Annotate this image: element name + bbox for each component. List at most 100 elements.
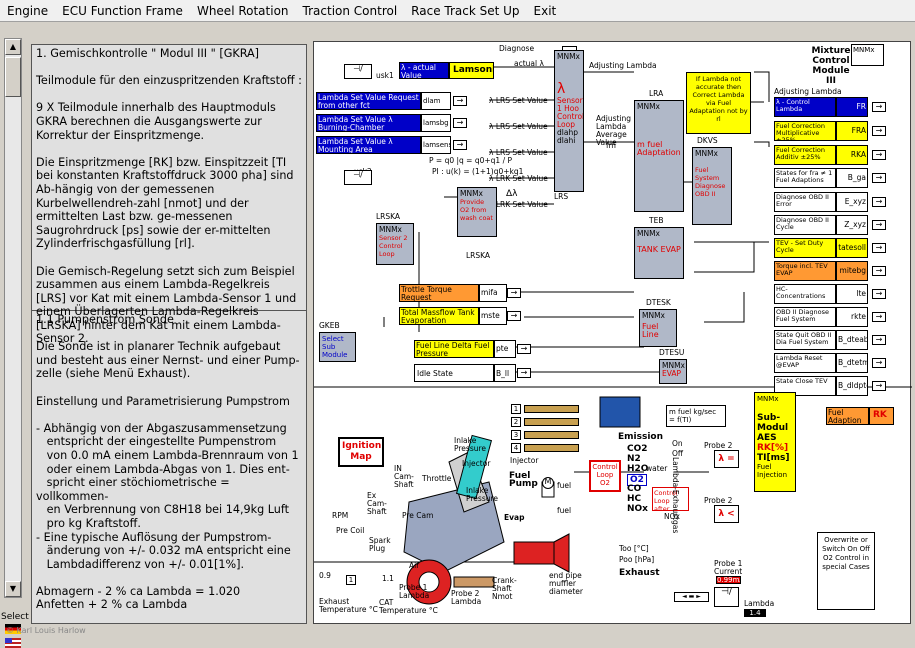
too-label: Too [°C] — [619, 544, 649, 553]
submodul-aes-block: MNMx Sub-Modul AES RK[%] TI[ms] Fuel Inj… — [754, 392, 796, 492]
menu-race-track-setup[interactable]: Race Track Set Up — [411, 3, 520, 18]
menu-engine[interactable]: Engine — [7, 3, 49, 18]
output-label: Diagnose OBD II Cycle — [774, 215, 836, 235]
input-dlam-label: Lambda Set Value Request from other fct — [316, 92, 421, 110]
dtesk-text: Fuel Line — [642, 322, 659, 339]
output-label: State Close TEV — [774, 376, 836, 396]
menubar: Engine ECU Function Frame Wheel Rotation… — [0, 0, 915, 22]
fuel-injection-label: Fuel Injection — [757, 463, 788, 479]
rpm-label: RPM — [332, 511, 349, 520]
probe1-current-label: Probe 1 Current — [714, 559, 743, 576]
control-loop-after-box: Control Loop after treatment — [652, 487, 689, 511]
probe1-lambda-label: Probe 1 Lambda — [399, 583, 430, 600]
pre-coil-label: Pre Coil — [336, 526, 365, 535]
overwrite-box[interactable]: Overwrite or Switch On Off O2 Control in… — [817, 532, 875, 610]
probe2-label: Probe 2 — [704, 441, 733, 450]
menu-wheel-rotation[interactable]: Wheel Rotation — [196, 3, 289, 18]
lrska2-mnmx: MNMx — [460, 189, 483, 198]
lrs-mnmx: MNMx — [557, 52, 580, 61]
output-var: E_xyz — [836, 192, 868, 212]
idle-label: Idle State — [414, 364, 494, 382]
lrska2-name: LRSKA — [466, 251, 491, 260]
cylinder-number: 1 — [511, 404, 521, 414]
lambda-exhaustgas-label: Lambda-Exhaustgas — [671, 457, 680, 534]
ignition-map[interactable]: Ignition Map — [338, 437, 384, 467]
gas-label: O2 — [627, 474, 647, 486]
submodul-mnmx: MNMx — [757, 395, 779, 403]
sensor2-icon: ⊣/ — [344, 170, 372, 185]
fuel-line-label: Fuel Line Delta Fuel Pressure — [414, 340, 494, 358]
end-pipe-label: end pipe muffler diameter — [549, 571, 583, 596]
arrow-icon: → — [872, 220, 886, 230]
submodul-text: Sub-Modul AES — [757, 413, 789, 443]
engine-illustration — [403, 396, 641, 605]
section-gemischkontrolle: 1. Gemischkontrolle " Modul III " [GKRA]… — [32, 45, 306, 345]
lrs-input-1: λ LRS Set Value — [489, 122, 548, 131]
output-label: OBD II Diagnose Fuel System — [774, 307, 836, 327]
exhaust-temp-label: Exhaust Temperature °C — [319, 597, 378, 614]
input-dlam-var: dlam — [421, 92, 451, 110]
lrs-input-2: λ LRS Set Value — [489, 148, 548, 157]
menu-exit[interactable]: Exit — [533, 3, 557, 18]
output-label: Fuel Correction Multiplicative ±25% — [774, 121, 836, 141]
cylinder-number: 3 — [511, 430, 521, 440]
fmf-label: fm — [606, 141, 616, 150]
lrs-input-0: λ LRS Set Value — [489, 96, 548, 105]
teb-block: MNMx TANK EVAP — [634, 227, 684, 279]
scroll-thumb[interactable] — [5, 57, 21, 97]
dtesu-block: MNMx EVAP — [659, 359, 687, 384]
output-label: HC-Concentrations — [774, 284, 836, 304]
lrs-input-4: λ LRK Set Value — [489, 200, 548, 209]
nox-label: NOx — [664, 512, 680, 521]
menu-ecu-function-frame[interactable]: ECU Function Frame — [62, 3, 183, 18]
adjusting-lambda-avg-label: Adjusting Lambda Average Value — [596, 114, 632, 147]
usk1-label: usk1 — [376, 71, 394, 80]
fuel-adaption-label: Fuel Adaption — [826, 407, 869, 425]
input-lamsbg-var: lamsbg — [421, 114, 451, 132]
lrs-block: MNMx λ Sensor 1 Hoo Control Loop dlahp d… — [554, 50, 584, 192]
gas-label: CO2 — [627, 444, 648, 454]
output-label: Lambda Reset @EVAP — [774, 353, 836, 373]
sensor1-icon: ⊣/ — [344, 64, 372, 79]
german-flag-icon[interactable] — [5, 624, 21, 634]
lrska-mnmx: MNMx — [379, 225, 402, 234]
lrska-text: Sensor 2 Control Loop — [379, 234, 408, 258]
formula1: P = q0 |q = q0+q1 / P — [429, 156, 512, 165]
arrow-icon: → — [872, 150, 886, 160]
output-var: mitebg — [836, 261, 868, 281]
arrow-icon: → — [872, 197, 886, 207]
ti-label: TI[ms] — [757, 453, 790, 463]
arrow-icon: → — [453, 96, 467, 106]
lambda-slider[interactable]: ◄ ▬ ► — [674, 592, 709, 602]
cylinder-number: 4 — [511, 443, 521, 453]
scroll-up-icon[interactable]: ▲ — [5, 39, 21, 55]
diagram-canvas: Diagnose Mixture Control Module III MNMx… — [313, 41, 912, 624]
actual-value-box: λ - actual Value — [399, 62, 449, 79]
output-var: B_dtetm — [836, 353, 868, 373]
pre-cam-label: Pre Cam — [402, 511, 434, 520]
scroll-down-icon[interactable]: ▼ — [5, 581, 21, 597]
us-flag-icon[interactable] — [5, 638, 21, 648]
formula2: PI : u(k) = (1+1)q0+kq1 — [432, 167, 524, 176]
injector-icon — [524, 418, 579, 426]
probe1-current-value: 0.99mA — [716, 576, 741, 584]
gkeb-block[interactable]: Select Sub Module — [319, 332, 356, 362]
arrow-icon: → — [872, 289, 886, 299]
lamsoni-box: Lamsoni — [449, 62, 494, 79]
output-var: FR — [836, 97, 868, 117]
arrow-icon: → — [872, 126, 886, 136]
arrow-icon: → — [872, 358, 886, 368]
menu-traction-control[interactable]: Traction Control — [302, 3, 398, 18]
copyright-footer: © Karl Louis Harlow — [6, 626, 86, 635]
output-label: State Quit OBD II Dia Fuel System — [774, 330, 836, 350]
vertical-scrollbar[interactable]: ▲ ▼ — [4, 38, 22, 598]
evap-label: Evap — [504, 513, 525, 522]
control-loop-box: Control Loop O2 — [589, 460, 621, 492]
dtesu-mnmx: MNMx — [662, 361, 685, 370]
massflow-var: mste — [479, 307, 507, 325]
note-box: If Lambda not accurate then Correct Lamb… — [686, 72, 751, 134]
lra-text: m fuel Adaptation — [637, 140, 681, 157]
arrow-icon: → — [507, 288, 521, 298]
dkvs-mnmx: MNMx — [695, 149, 718, 158]
output-label: λ - Control Lambda — [774, 97, 836, 117]
